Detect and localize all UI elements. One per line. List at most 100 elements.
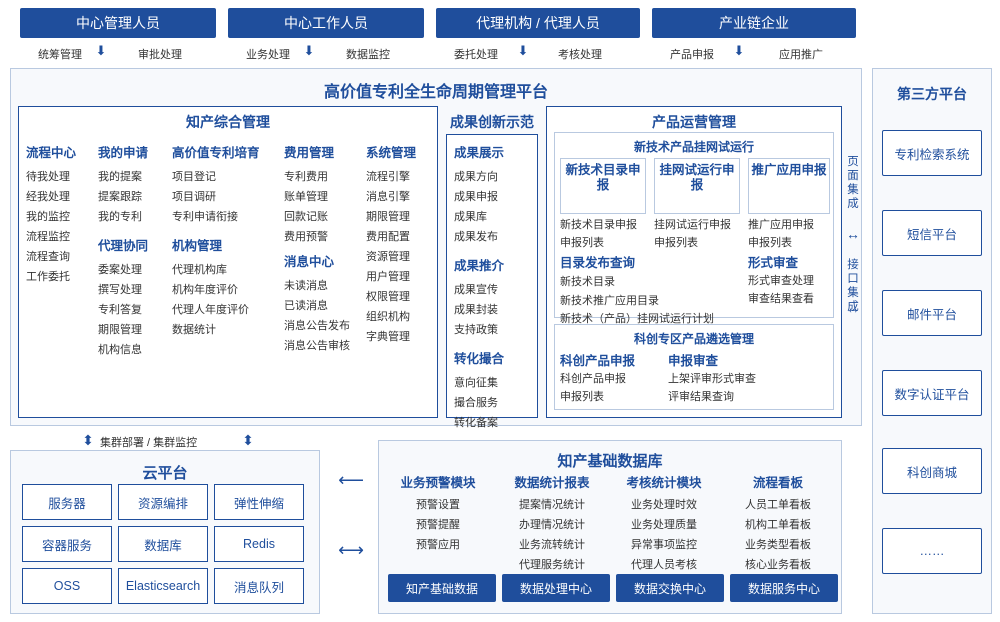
db-col-1-item-3[interactable]: 代理服务统计: [519, 559, 585, 571]
newtech-group-0-item-1[interactable]: 申报列表: [560, 237, 604, 249]
ip-col-4-item-1[interactable]: 消息引擎: [366, 191, 410, 203]
newtech-group-0-item-0[interactable]: 新技术目录申报: [560, 219, 637, 231]
ip-col-0-item-3[interactable]: 流程监控: [26, 231, 70, 243]
achievement-group-0-item-0[interactable]: 成果方向: [454, 171, 498, 183]
newtech-group-0-head[interactable]: 新技术目录申报: [565, 163, 641, 192]
ip-col-2-item2-2[interactable]: 代理人年度评价: [172, 304, 249, 316]
ip-col-1-item2-0[interactable]: 委案处理: [98, 264, 142, 276]
ip-col-3-item2-2[interactable]: 消息公告发布: [284, 320, 350, 332]
ip-col-2-item2-3[interactable]: 数据统计: [172, 324, 216, 336]
ip-col-1-item-0[interactable]: 我的提案: [98, 171, 142, 183]
db-col-1-head[interactable]: 数据统计报表: [514, 476, 590, 490]
cloud-cell-7[interactable]: Elasticsearch: [118, 568, 208, 604]
ip-col-2-item2-1[interactable]: 机构年度评价: [172, 284, 238, 296]
db-col-3-item-3[interactable]: 核心业务看板: [745, 559, 811, 571]
cloud-cell-6[interactable]: OSS: [22, 568, 112, 604]
achievement-group-0-item-1[interactable]: 成果申报: [454, 191, 498, 203]
ip-col-0-item-1[interactable]: 经我处理: [26, 191, 70, 203]
role-bar-2[interactable]: 代理机构 / 代理人员: [436, 8, 640, 38]
ip-col-3-item2-1[interactable]: 已读消息: [284, 300, 328, 312]
ip-col-1-head2[interactable]: 代理协同: [98, 239, 149, 253]
ip-col-1-item-2[interactable]: 我的专利: [98, 211, 142, 223]
ip-col-3-head[interactable]: 费用管理: [284, 146, 335, 160]
db-col-2-item-2[interactable]: 异常事项监控: [631, 539, 697, 551]
ip-col-2-item-0[interactable]: 项目登记: [172, 171, 216, 183]
role-bar-3[interactable]: 产业链企业: [652, 8, 856, 38]
ip-col-3-head2[interactable]: 消息中心: [284, 255, 335, 269]
newtech-group-2-item-1[interactable]: 申报列表: [748, 237, 792, 249]
ip-col-2-item-2[interactable]: 专利申请衔接: [172, 211, 238, 223]
newtech-group-1-item-1[interactable]: 申报列表: [654, 237, 698, 249]
achievement-group-1-item-2[interactable]: 支持政策: [454, 324, 498, 336]
db-col-1-item-0[interactable]: 提案情况统计: [519, 499, 585, 511]
kechuang-group-1-item-0[interactable]: 上架评审形式审查: [668, 373, 756, 385]
db-footer-0[interactable]: 知产基础数据: [388, 574, 496, 602]
db-col-1-item-1[interactable]: 办理情况统计: [519, 519, 585, 531]
ip-col-1-item-1[interactable]: 提案跟踪: [98, 191, 142, 203]
ip-col-4-item-3[interactable]: 费用配置: [366, 231, 410, 243]
achievement-group-0-item-3[interactable]: 成果发布: [454, 231, 498, 243]
cloud-cell-1[interactable]: 资源编排: [118, 484, 208, 520]
newtech-group-3-head[interactable]: 目录发布查询: [560, 256, 636, 270]
newtech-group-1-head[interactable]: 挂网试运行申报: [659, 163, 735, 192]
ip-col-4-item-8[interactable]: 字典管理: [366, 331, 410, 343]
cloud-cell-2[interactable]: 弹性伸缩: [214, 484, 304, 520]
ip-col-1-item2-4[interactable]: 机构信息: [98, 344, 142, 356]
ip-col-0-head[interactable]: 流程中心: [26, 146, 77, 160]
ip-col-2-item-1[interactable]: 项目调研: [172, 191, 216, 203]
ip-col-3-item-3[interactable]: 费用预警: [284, 231, 328, 243]
ip-col-4-item-7[interactable]: 组织机构: [366, 311, 410, 323]
achievement-group-1-head[interactable]: 成果推介: [454, 259, 505, 273]
ip-col-4-item-5[interactable]: 用户管理: [366, 271, 410, 283]
ip-col-0-item-0[interactable]: 待我处理: [26, 171, 70, 183]
db-col-0-item-2[interactable]: 预警应用: [416, 539, 460, 551]
achievement-group-2-item-0[interactable]: 意向征集: [454, 377, 498, 389]
newtech-group-4-item-0[interactable]: 形式审查处理: [748, 275, 814, 287]
db-footer-1[interactable]: 数据处理中心: [502, 574, 610, 602]
third-party-item-4[interactable]: 科创商城: [882, 448, 982, 494]
kechuang-group-0-item-0[interactable]: 科创产品申报: [560, 373, 626, 385]
achievement-group-0-head[interactable]: 成果展示: [454, 146, 505, 160]
ip-col-0-item-2[interactable]: 我的监控: [26, 211, 70, 223]
newtech-group-3-item-0[interactable]: 新技术目录: [560, 276, 615, 288]
db-col-3-item-0[interactable]: 人员工单看板: [745, 499, 811, 511]
ip-col-3-item2-0[interactable]: 未读消息: [284, 280, 328, 292]
ip-col-3-item-1[interactable]: 账单管理: [284, 191, 328, 203]
cloud-cell-4[interactable]: 数据库: [118, 526, 208, 562]
newtech-group-3-item-1[interactable]: 新技术推广应用目录: [560, 295, 659, 307]
db-col-0-head[interactable]: 业务预警模块: [400, 476, 476, 490]
third-party-item-3[interactable]: 数字认证平台: [882, 370, 982, 416]
cloud-cell-0[interactable]: 服务器: [22, 484, 112, 520]
ip-col-1-item2-1[interactable]: 撰写处理: [98, 284, 142, 296]
db-footer-3[interactable]: 数据服务中心: [730, 574, 838, 602]
role-bar-0[interactable]: 中心管理人员: [20, 8, 216, 38]
third-party-item-1[interactable]: 短信平台: [882, 210, 982, 256]
db-col-0-item-1[interactable]: 预警提醒: [416, 519, 460, 531]
ip-col-2-head[interactable]: 高价值专利培育: [172, 146, 260, 160]
achievement-group-2-item-2[interactable]: 转化备案: [454, 417, 498, 429]
newtech-group-4-item-1[interactable]: 审查结果查看: [748, 293, 814, 305]
ip-col-4-item-6[interactable]: 权限管理: [366, 291, 410, 303]
ip-col-1-item2-3[interactable]: 期限管理: [98, 324, 142, 336]
achievement-group-0-item-2[interactable]: 成果库: [454, 211, 487, 223]
newtech-group-1-item-0[interactable]: 挂网试运行申报: [654, 219, 731, 231]
db-col-3-item-1[interactable]: 机构工单看板: [745, 519, 811, 531]
db-col-2-item-1[interactable]: 业务处理质量: [631, 519, 697, 531]
ip-col-4-item-0[interactable]: 流程引擎: [366, 171, 410, 183]
cloud-cell-5[interactable]: Redis: [214, 526, 304, 562]
ip-col-4-item-2[interactable]: 期限管理: [366, 211, 410, 223]
achievement-group-1-item-1[interactable]: 成果封装: [454, 304, 498, 316]
achievement-group-1-item-0[interactable]: 成果宣传: [454, 284, 498, 296]
db-col-2-item-3[interactable]: 代理人员考核: [631, 559, 697, 571]
ip-col-4-item-4[interactable]: 资源管理: [366, 251, 410, 263]
ip-col-0-item-5[interactable]: 工作委托: [26, 271, 70, 283]
achievement-group-2-item-1[interactable]: 撮合服务: [454, 397, 498, 409]
newtech-group-4-head[interactable]: 形式审查: [748, 256, 799, 270]
cloud-cell-3[interactable]: 容器服务: [22, 526, 112, 562]
role-bar-1[interactable]: 中心工作人员: [228, 8, 424, 38]
db-col-2-head[interactable]: 考核统计模块: [626, 476, 702, 490]
ip-col-2-item2-0[interactable]: 代理机构库: [172, 264, 227, 276]
ip-col-3-item-2[interactable]: 回款记账: [284, 211, 328, 223]
ip-col-3-item2-3[interactable]: 消息公告审核: [284, 340, 350, 352]
newtech-group-2-item-0[interactable]: 推广应用申报: [748, 219, 814, 231]
